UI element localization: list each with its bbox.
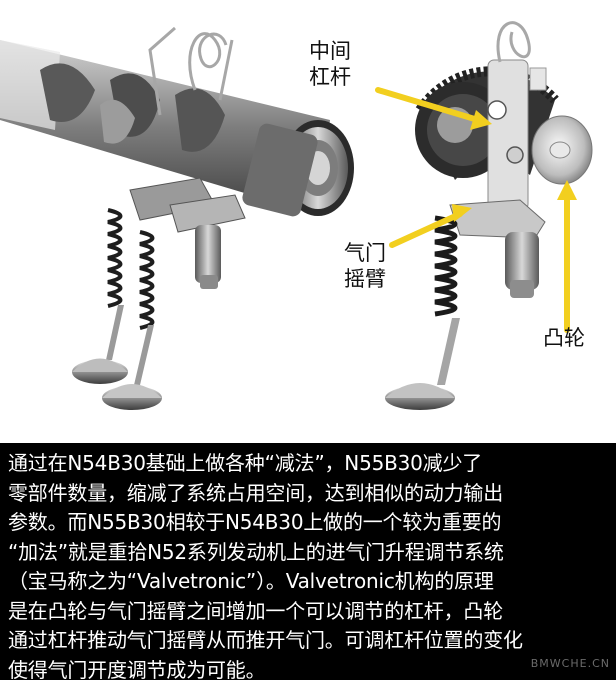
right-cam-disc <box>532 116 592 184</box>
caption-line: 零部件数量，缩减了系统占用空间，达到相似的动力输出 <box>8 479 608 509</box>
valvetronic-drawing <box>0 0 616 443</box>
caption-line: 是在凸轮与气门摇臂之间增加一个可以调节的杠杆，凸轮 <box>8 597 608 627</box>
caption-line: “加法”就是重拾N52系列发动机上的进气门升程调节系统 <box>8 538 608 568</box>
left-valve-springs <box>108 210 153 328</box>
label-cam: 凸轮 <box>543 325 585 351</box>
watermark: BMWCHE.CN <box>531 649 610 679</box>
caption-line: 参数。而N55B30相较于N54B30上做的一个较为重要的 <box>8 508 608 538</box>
right-valve-spring <box>435 218 455 314</box>
valvetronic-illustration: 中间 杠杆 气门 摇臂 凸轮 <box>0 0 616 443</box>
caption-line: 通过杠杆推动气门摇臂从而推开气门。可调杠杆位置的变化 <box>8 626 608 656</box>
label-rocker-arm: 气门 摇臂 <box>344 240 386 292</box>
caption-line: 使得气门开度调节成为可能。 <box>8 656 608 685</box>
caption-box: 通过在N54B30基础上做各种“减法”，N55B30减少了 零部件数量，缩减了系… <box>0 443 616 680</box>
label-intermediate-lever: 中间 杠杆 <box>309 38 351 90</box>
caption-line: 通过在N54B30基础上做各种“减法”，N55B30减少了 <box>8 449 608 479</box>
caption-line: （宝马称之为“Valvetronic”）。Valvetronic机构的原理 <box>8 567 608 597</box>
right-valve <box>385 318 460 410</box>
right-rocker-arm <box>450 200 545 298</box>
